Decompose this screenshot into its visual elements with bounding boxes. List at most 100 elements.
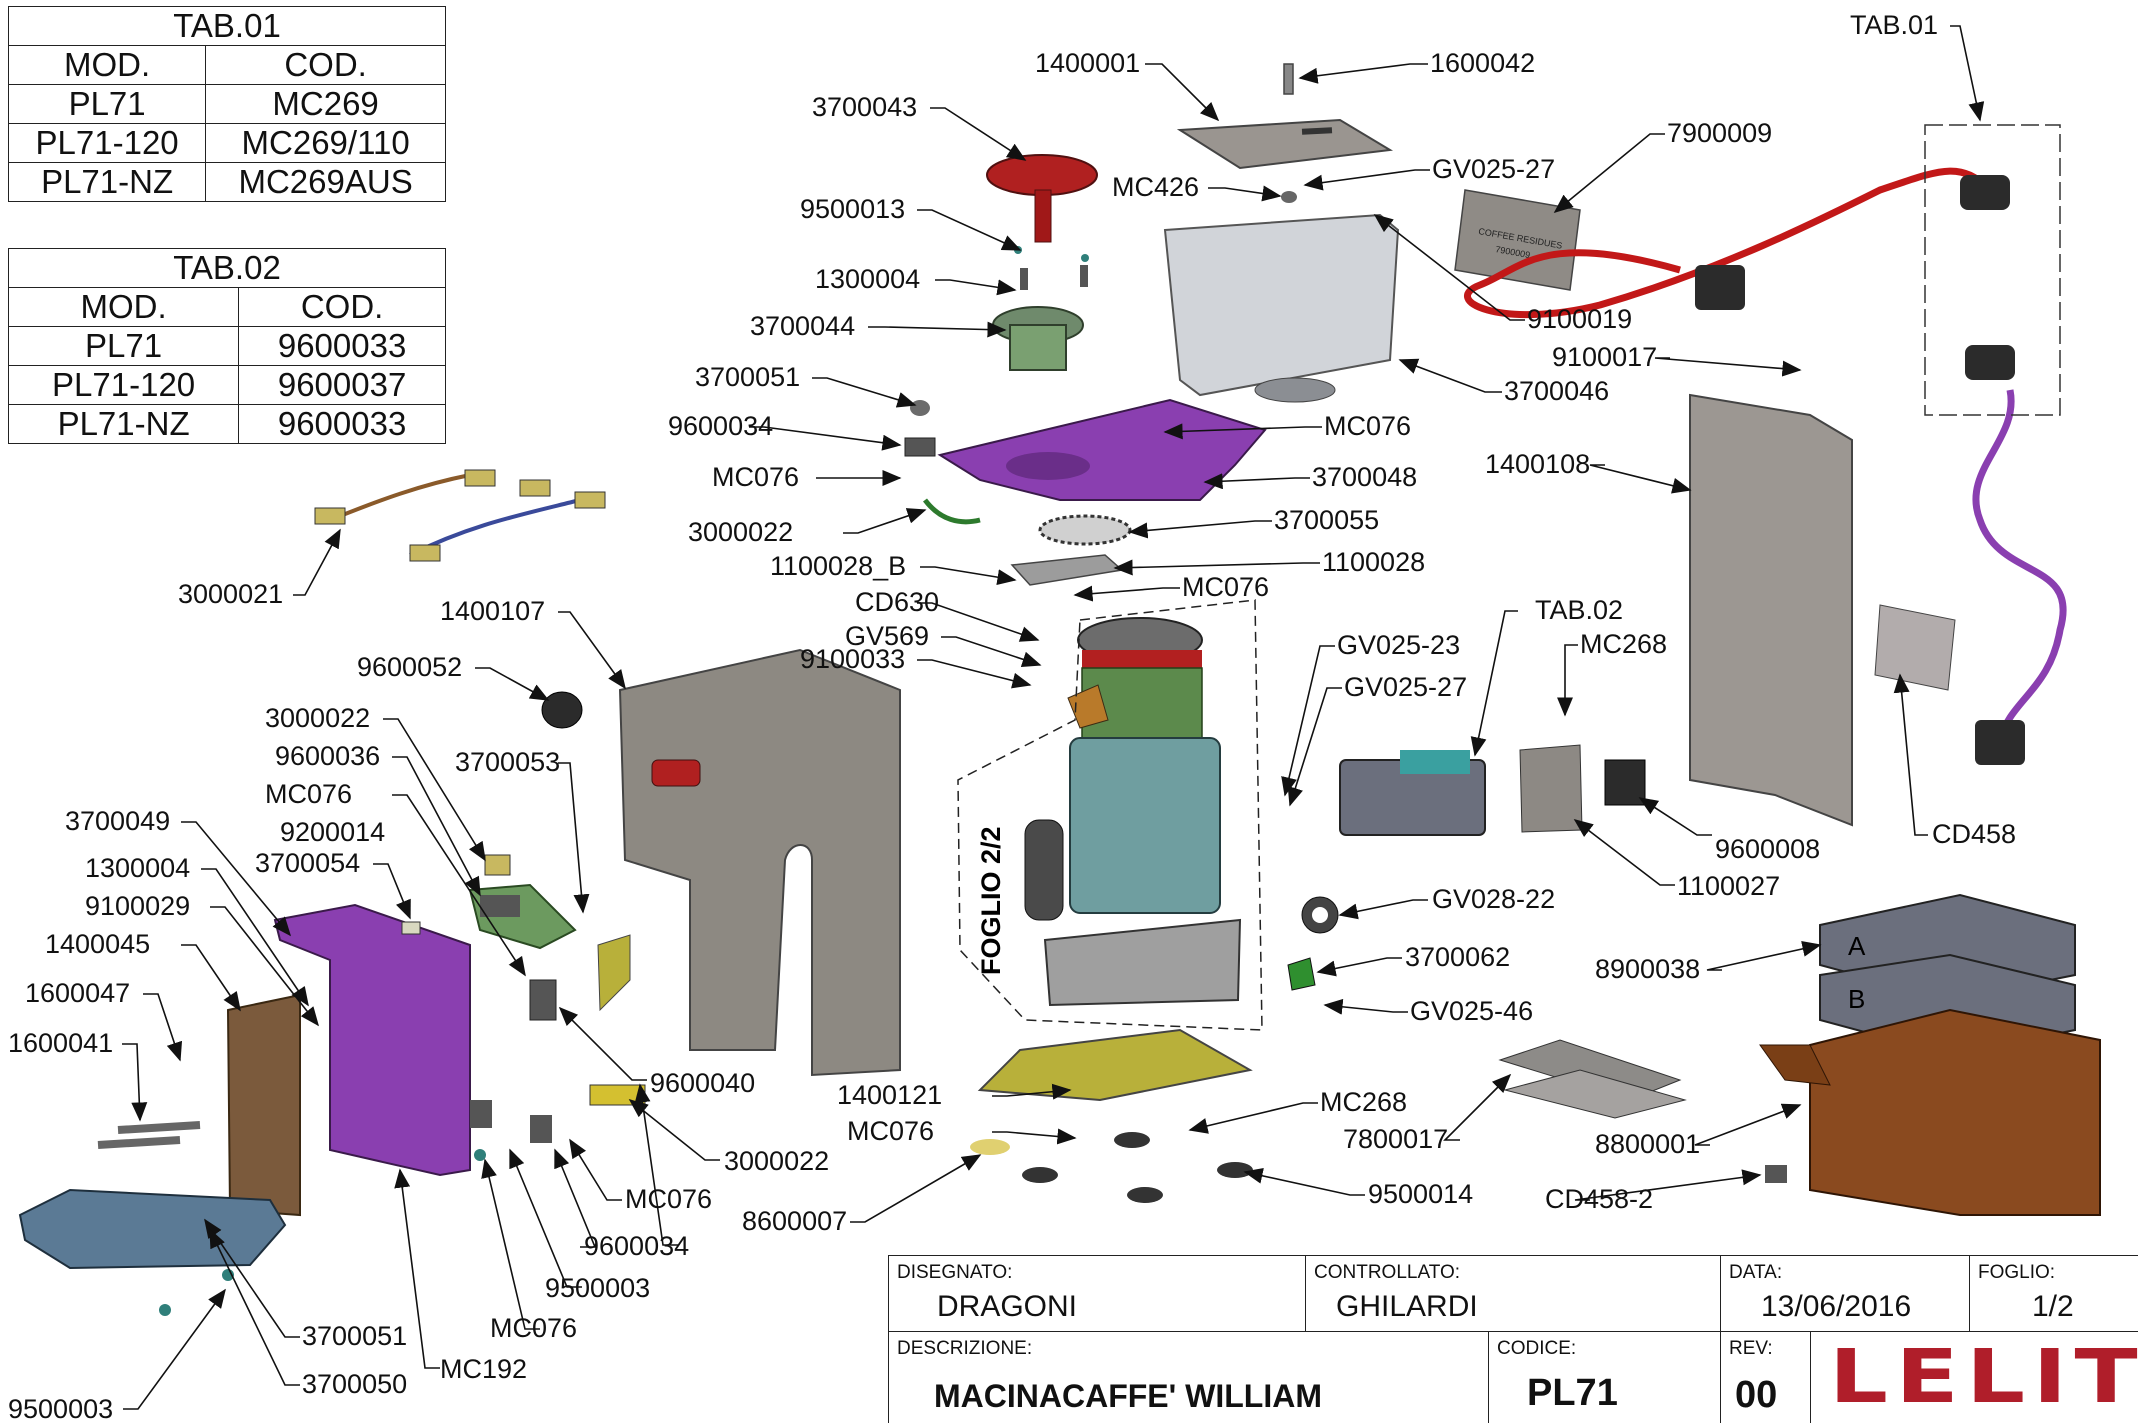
tb-disegnato: DISEGNATO: DRAGONI [888,1255,1305,1331]
connector-part [519,479,551,497]
callout: MC076 [847,1116,934,1146]
lelit-badge-part [651,759,701,787]
socket-9600008-part [1604,759,1646,806]
bracket-1100027-part [1519,744,1583,833]
card-cd458-part [1874,604,1956,691]
table-cell: PL71-NZ [7,162,207,202]
callout: 9600040 [650,1068,755,1098]
tb-rev: REV: 00 [1720,1331,1810,1423]
callout: 3700044 [750,311,855,341]
callout: MC426 [1112,172,1199,202]
table-cell: PL71 [7,326,240,366]
callout: 9100029 [85,891,190,921]
red-cap-stem-part [1034,189,1052,243]
callout: 3000022 [265,703,370,733]
callout: 1600041 [8,1028,113,1058]
callout: 8900038 [1595,954,1700,984]
callout: 1400121 [837,1080,942,1110]
callout: 3700053 [455,747,560,777]
callout: 3700055 [1274,505,1379,535]
foot-part [1022,1167,1058,1183]
callout: 3700062 [1405,942,1510,972]
table-cell: MC269AUS [205,162,446,202]
tb-value: GHILARDI [1336,1290,1478,1323]
callout: 3000022 [688,517,793,547]
callout: 1100027 [1677,871,1780,901]
callout: MC076 [1324,411,1411,441]
drip-tray-part [18,1188,287,1270]
microswitch-part [904,437,936,457]
microswitch-part [470,1100,492,1128]
callout: 9100019 [1527,304,1632,334]
tb-descrizione: DESCRIZIONE: MACINACAFFE' WILLIAM [888,1331,1488,1423]
table-cell: PL71-120 [7,123,207,163]
callout: GV028-22 [1432,884,1555,914]
tb-value: DRAGONI [937,1290,1078,1323]
brown-backplate-part [226,993,301,1217]
small-part [484,854,511,876]
callout: MC268 [1320,1087,1407,1117]
callout: 9600034 [584,1231,689,1261]
callout: 1300004 [815,264,920,294]
small-knob-part [910,400,930,416]
table-cell: MC269 [205,84,446,124]
lid-screw-part [1283,63,1294,95]
knob-9600052-part [541,691,583,729]
callout: 3000022 [724,1146,829,1176]
iec-connector-part [1695,265,1745,310]
red-power-cord-part [1464,167,1993,319]
callout: 1300004 [85,853,190,883]
hopper-base-part [1254,377,1336,403]
callout: 1400045 [45,929,150,959]
carton-part [1809,1008,2101,1216]
callout: 3700050 [302,1369,407,1399]
callout: 9600008 [1715,834,1820,864]
tb-foglio: FOGLIO: 1/2 [1969,1255,2138,1331]
table-cell: MC269/110 [205,123,446,163]
red-hopper-cap-part [986,154,1098,196]
purple-chassis-plate-part [937,398,1267,501]
motor-frame-part [1043,918,1242,1007]
table-cell: PL71-120 [7,365,240,405]
connector-part [574,491,606,509]
switch-3700054-part [401,921,421,935]
tb-codice: CODICE: PL71 [1488,1331,1720,1423]
lelit-logo: LELIT [1829,1334,2138,1420]
table-cell: 9600037 [238,365,446,405]
callout: MC076 [490,1313,577,1343]
manual-part [1503,1069,1687,1119]
callout: 1600047 [25,978,130,1008]
callout: MC076 [625,1184,712,1214]
tb-value: 1/2 [2032,1290,2074,1323]
callout: 9600034 [668,411,773,441]
callout: 3700051 [302,1321,407,1351]
yellow-bracket-part [597,934,631,1012]
callout: 9600036 [275,741,380,771]
tb-description: MACINACAFFE' WILLIAM [934,1378,1322,1414]
callout: TAB.02 [1535,595,1623,625]
table-header: MOD. [7,287,240,327]
callout: 1400108 [1485,449,1590,479]
lid-slot-part [1301,127,1333,135]
table-header: MOD. [7,45,207,85]
callout: 9500003 [545,1273,650,1303]
small-part [480,895,520,917]
spring-part [1080,265,1088,287]
carton-flap-part [1759,1044,1831,1086]
callout: 9500014 [1368,1179,1473,1209]
tb-code: PL71 [1527,1372,1618,1414]
foglio-dashed-outline [957,599,1263,1031]
harness-3000021-part [329,473,471,522]
callout: GV025-27 [1432,154,1555,184]
iec-connector-part [1975,720,2025,765]
table-header: COD. [238,287,446,327]
callout: 8800001 [1595,1129,1700,1159]
hopper-part [1163,213,1400,397]
yellow-disc-part [970,1139,1010,1155]
motor-capacitor-part [1024,819,1064,921]
wire-harness-part [923,498,981,525]
